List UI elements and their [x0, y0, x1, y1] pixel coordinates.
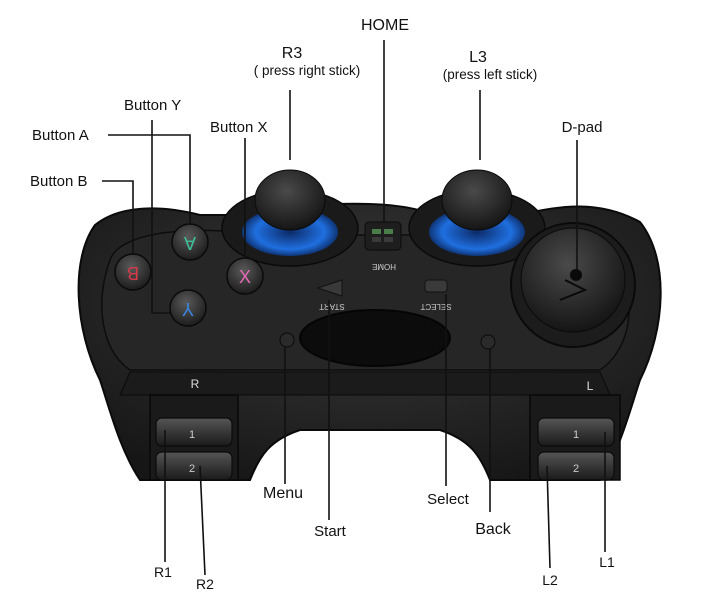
label-back: Back — [475, 521, 511, 538]
select-print: SELECT — [420, 302, 451, 311]
label-dpad: D-pad — [561, 119, 603, 136]
label-r1: R1 — [154, 564, 172, 580]
label-select: Select — [427, 491, 469, 508]
label-menu: Menu — [262, 485, 304, 502]
label-button-y: Button Y — [124, 97, 182, 114]
menu-button[interactable] — [279, 332, 295, 348]
label-r3-sub: ( press right stick) — [253, 63, 361, 78]
label-button-x: Button X — [210, 119, 268, 136]
leader-button-b — [102, 180, 134, 254]
r-print: R — [191, 377, 200, 391]
button-y[interactable] — [169, 289, 207, 327]
select-button[interactable]: SELECT — [420, 279, 452, 311]
l2-button[interactable] — [537, 451, 615, 481]
leader-button-a — [108, 134, 191, 224]
l1-button[interactable] — [537, 417, 615, 447]
label-start: Start — [314, 523, 346, 540]
right-bumpers: 1 2 R — [149, 377, 239, 481]
r2-button[interactable] — [155, 451, 233, 481]
home-print: HOME — [372, 262, 396, 271]
r1-print: 1 — [189, 429, 195, 441]
l2-print: 2 — [573, 463, 579, 475]
label-r3-title: R3 — [281, 45, 303, 62]
label-button-b: Button B — [30, 173, 88, 190]
start-button[interactable]: START — [316, 279, 345, 311]
label-l2: L2 — [542, 572, 558, 588]
l-print: L — [587, 379, 594, 393]
left-stick[interactable] — [408, 169, 546, 267]
leader-button-y — [151, 120, 170, 314]
left-bumpers: 1 2 L — [529, 379, 621, 481]
right-stick[interactable] — [221, 169, 359, 267]
leader-lines — [102, 40, 606, 576]
r1-button[interactable] — [155, 417, 233, 447]
leader-l2 — [546, 465, 551, 569]
label-l3-sub: (press left stick) — [442, 67, 538, 82]
dpad[interactable] — [510, 222, 636, 348]
label-l1: L1 — [599, 554, 615, 570]
button-a-glyph: A — [184, 233, 196, 253]
label-button-a: Button A — [32, 127, 89, 144]
start-print: START — [319, 302, 345, 311]
leader-r2 — [199, 465, 206, 576]
button-x-glyph: X — [239, 267, 251, 287]
button-b-glyph: B — [127, 263, 139, 283]
label-l3-title: L3 — [469, 49, 487, 66]
back-button[interactable] — [480, 334, 496, 350]
label-r2: R2 — [196, 576, 214, 592]
label-home: HOME — [361, 17, 409, 34]
button-y-glyph: Y — [182, 299, 194, 319]
home-button[interactable]: HOME — [364, 221, 402, 271]
r2-print: 2 — [189, 463, 195, 475]
l1-print: 1 — [573, 429, 579, 441]
